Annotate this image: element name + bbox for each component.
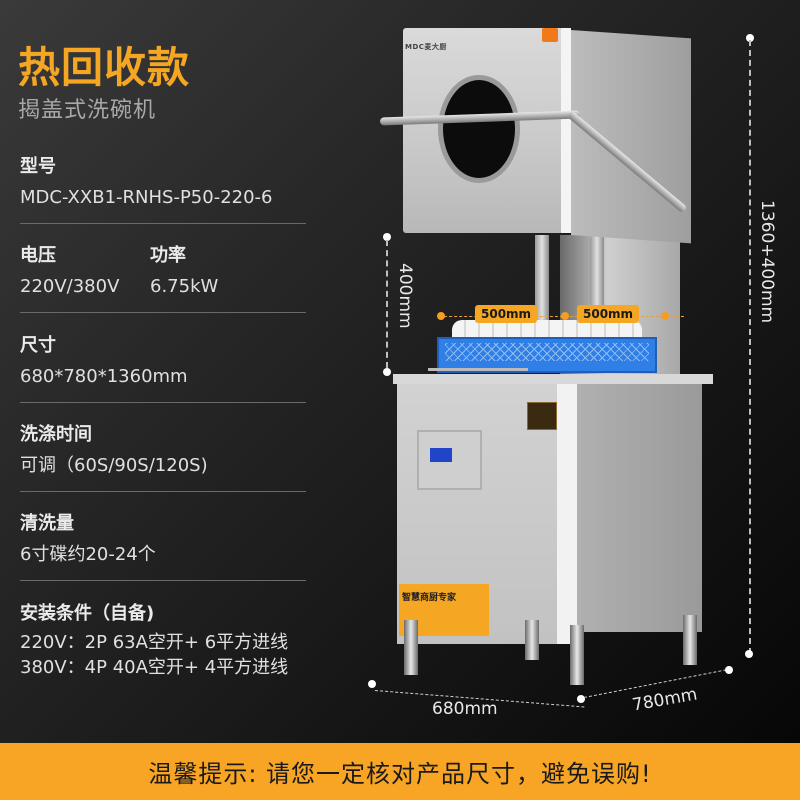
body-side: [577, 382, 702, 632]
dim-dot: [725, 666, 733, 674]
machine-leg: [683, 615, 697, 665]
divider: [20, 312, 306, 313]
spec-value: 6寸碟约20-24个: [20, 544, 156, 565]
spec-voltage: 电压 220V/380V: [20, 244, 150, 300]
dim-lift-height: 400mm: [395, 263, 415, 329]
spec-label: 功率: [150, 245, 186, 266]
spec-electrical: 电压 220V/380V 功率 6.75kW: [20, 244, 306, 313]
spec-model: 型号 MDC-XXB1-RNHS-P50-220-6: [20, 155, 306, 224]
spec-value: 可调（60S/90S/120S): [20, 455, 208, 476]
body-top: [393, 374, 713, 384]
spec-value-380v: 380V：4P 40A空开+ 4平方进线: [20, 657, 289, 678]
hood-side: [571, 30, 691, 244]
spec-label: 型号: [20, 156, 56, 177]
machine-leg: [570, 625, 584, 685]
dim-dot: [661, 312, 669, 320]
page-title: 热回收款: [18, 43, 191, 92]
dim-line-total: [749, 40, 751, 654]
spec-value-220v: 220V：2P 63A空开+ 6平方进线: [20, 632, 289, 653]
dim-total-height: 1360+400mm: [757, 200, 777, 324]
notice-text: 温馨提示: 请您一定核对产品尺寸，避免误购!: [148, 760, 652, 788]
dim-rack-width-1: 500mm: [475, 305, 538, 323]
dim-dot: [746, 34, 754, 42]
spec-value: 6.75kW: [150, 276, 219, 297]
dim-width: 680mm: [432, 699, 498, 719]
dish-rack: [437, 337, 657, 373]
spec-label: 电压: [20, 245, 56, 266]
plates: [452, 320, 642, 340]
dim-dot: [437, 312, 445, 320]
spec-capacity: 清洗量 6寸碟约20-24个: [20, 512, 306, 581]
dim-dot: [383, 368, 391, 376]
spec-install: 安装条件（自备) 220V：2P 63A空开+ 6平方进线 380V：4P 40…: [20, 602, 306, 680]
dim-dot: [368, 680, 376, 688]
dim-dot: [577, 695, 585, 703]
certificate-sticker-icon: [527, 402, 557, 430]
spec-power: 功率 6.75kW: [150, 244, 280, 300]
spec-size: 尺寸 680*780*1360mm: [20, 334, 306, 403]
spec-wash-time: 洗涤时间 可调（60S/90S/120S): [20, 423, 306, 492]
divider: [20, 491, 306, 492]
hood-edge: [561, 28, 571, 233]
dim-line-lift: [386, 240, 388, 368]
page-subtitle: 揭盖式洗碗机: [18, 98, 157, 123]
warning-sticker-icon: [542, 28, 558, 42]
dishwasher-image: MDC麦大厨 智慧商厨专家: [379, 20, 720, 720]
spec-value: 220V/380V: [20, 276, 120, 297]
brand-logo: MDC麦大厨: [405, 43, 447, 51]
divider: [20, 580, 306, 581]
hood-window: [438, 75, 520, 183]
machine-pillar: [535, 235, 549, 335]
spec-value: 680*780*1360mm: [20, 366, 188, 387]
body-edge: [557, 382, 577, 644]
dim-rack-width-2: 500mm: [577, 305, 640, 323]
spec-label: 安装条件（自备): [20, 603, 155, 624]
rack-rail: [428, 368, 528, 371]
spec-label: 尺寸: [20, 335, 56, 356]
spec-label: 清洗量: [20, 513, 74, 534]
divider: [20, 223, 306, 224]
dim-dot: [745, 650, 753, 658]
spec-label: 洗涤时间: [20, 424, 92, 445]
dim-dot: [561, 312, 569, 320]
divider: [20, 402, 306, 403]
notice-banner: 温馨提示: 请您一定核对产品尺寸，避免误购!: [0, 743, 800, 800]
machine-leg: [525, 620, 539, 660]
spec-value: MDC-XXB1-RNHS-P50-220-6: [20, 187, 273, 208]
control-screen: [430, 448, 452, 462]
machine-leg: [404, 620, 418, 675]
dim-dot: [383, 233, 391, 241]
